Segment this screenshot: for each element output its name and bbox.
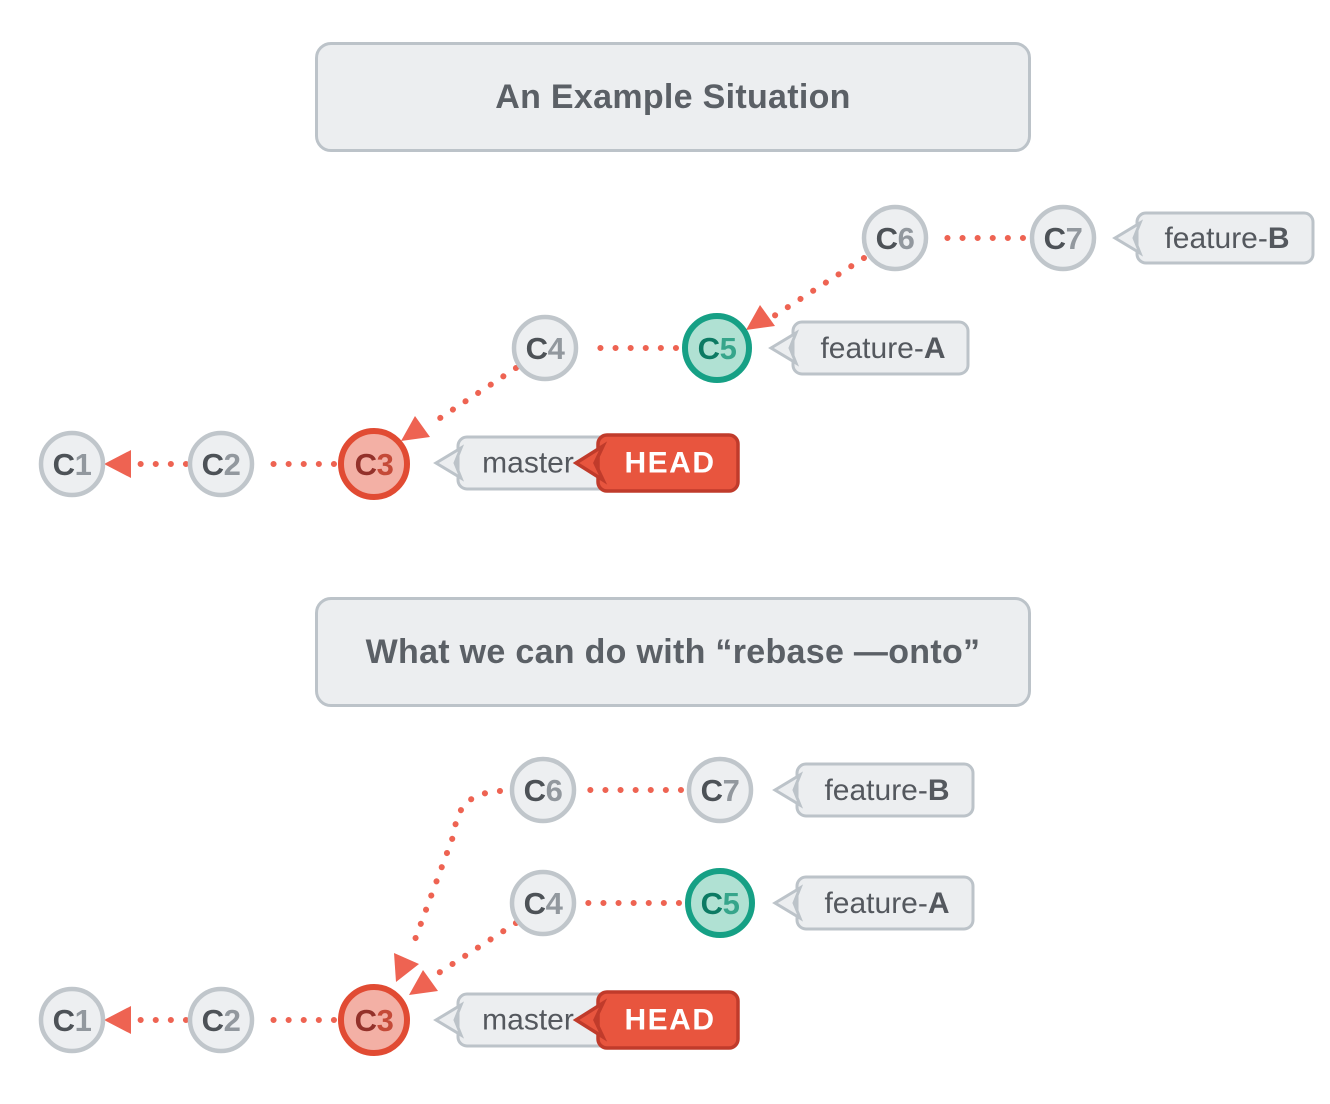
bubble-box: [795, 875, 975, 931]
arrowhead-at-c1: [104, 1006, 131, 1034]
edge-c4-to-c3: [425, 365, 519, 429]
branch-label-feature-b: feature-B: [772, 762, 975, 818]
head-label-text: HEAD: [624, 447, 715, 480]
arrowhead-at-c1: [104, 450, 131, 478]
commit-circle-c6: [861, 204, 929, 272]
commit-node-c6: C6: [861, 204, 929, 272]
commit-circle-c2: [187, 986, 255, 1054]
title-text-rebase-onto: What we can do with “rebase —onto”: [365, 632, 981, 671]
commit-node-c2: C2: [187, 986, 255, 1054]
branch-label-text: feature-B: [824, 774, 949, 807]
head-tail-icon: [572, 441, 608, 485]
commit-node-c3: C3: [338, 984, 410, 1056]
commit-circle-c4: [509, 869, 577, 937]
title-text-example-situation: An Example Situation: [495, 77, 851, 116]
bubble-box: [791, 320, 970, 376]
diagram-example-situation: C1 C2 C3 C4 C5 C6 C7 featu: [38, 204, 1315, 500]
commit-label-c6: C6: [524, 773, 563, 808]
commit-circle-c4: [511, 314, 579, 382]
branch-label-feature-a: feature-A: [772, 875, 975, 931]
commit-node-c1: C1: [38, 430, 106, 498]
branch-label-feature-a: feature-A: [768, 320, 970, 376]
commit-node-c2: C2: [187, 430, 255, 498]
head-tail-icon: [572, 998, 608, 1042]
commit-label-c6: C6: [876, 221, 915, 256]
head-box: [596, 433, 740, 493]
branch-label-text: master: [482, 1004, 574, 1037]
bubble-tail-icon: [772, 884, 804, 922]
branch-label-master: master: [433, 435, 614, 491]
commit-label-c1: C1: [53, 447, 92, 482]
bubble-tail-icon: [433, 1001, 465, 1039]
commit-circle-c1: [38, 986, 106, 1054]
commit-label-c2: C2: [202, 1003, 241, 1038]
bubble-box: [795, 762, 975, 818]
commit-node-c4: C4: [509, 869, 577, 937]
branch-label-text: feature-B: [1164, 222, 1289, 255]
commit-circle-c2: [187, 430, 255, 498]
commit-label-c3: C3: [355, 1003, 394, 1038]
branch-label-text: master: [482, 447, 574, 480]
bubble-box: [1135, 211, 1315, 265]
head-label-text: HEAD: [624, 1004, 715, 1037]
commit-node-c1: C1: [38, 986, 106, 1054]
commit-circle-c3: [338, 984, 410, 1056]
commit-circle-c7: [1029, 204, 1097, 272]
commit-circle-c5: [685, 868, 755, 938]
commit-node-c7: C7: [1029, 204, 1097, 272]
arrowhead-at-c3: [401, 416, 430, 441]
commit-label-c5: C5: [701, 886, 740, 921]
branch-label-text: feature-A: [820, 332, 945, 365]
commit-label-c3: C3: [355, 447, 394, 482]
title-box-rebase-onto: What we can do with “rebase —onto”: [315, 597, 1031, 707]
commit-node-c3: C3: [338, 428, 410, 500]
commit-node-c4: C4: [511, 314, 579, 382]
arrowhead-at-c5: [746, 305, 775, 330]
bubble-tail-icon: [433, 444, 465, 482]
title-box-example-situation: An Example Situation: [315, 42, 1031, 152]
commit-node-c7: C7: [686, 756, 754, 824]
commit-label-c5: C5: [698, 331, 737, 366]
head-box: [596, 990, 740, 1050]
commit-label-c7: C7: [1044, 221, 1083, 256]
commit-node-c6: C6: [509, 756, 577, 824]
commit-label-c7: C7: [701, 773, 740, 808]
branch-label-text: feature-A: [824, 887, 949, 920]
head-label: HEAD: [572, 990, 740, 1050]
commit-node-c5: C5: [682, 313, 752, 383]
commit-label-c1: C1: [53, 1003, 92, 1038]
arrowhead-at-c3-from-c4: [409, 970, 438, 995]
commit-label-c4: C4: [524, 886, 564, 921]
branch-label-feature-b: feature-B: [1112, 211, 1315, 265]
edge-c6-to-c5: [771, 255, 867, 319]
head-label: HEAD: [572, 433, 740, 493]
commit-circle-c6: [509, 756, 577, 824]
commit-node-c5: C5: [685, 868, 755, 938]
edge-c6-to-c3: [410, 788, 503, 948]
commit-label-c4: C4: [526, 331, 566, 366]
edge-c4-to-c3: [434, 920, 519, 977]
commit-circle-c1: [38, 430, 106, 498]
commit-circle-c7: [686, 756, 754, 824]
commit-label-c2: C2: [202, 447, 241, 482]
bubble-tail-icon: [768, 329, 800, 367]
diagram-rebase-onto: C1 C2 C3 C6 C7 C4 C5 featu: [38, 756, 975, 1056]
commit-circle-c5: [682, 313, 752, 383]
commit-circle-c3: [338, 428, 410, 500]
bubble-tail-icon: [772, 771, 804, 809]
bubble-tail-icon: [1112, 219, 1144, 257]
arrowhead-at-c3-from-c6: [394, 953, 419, 982]
